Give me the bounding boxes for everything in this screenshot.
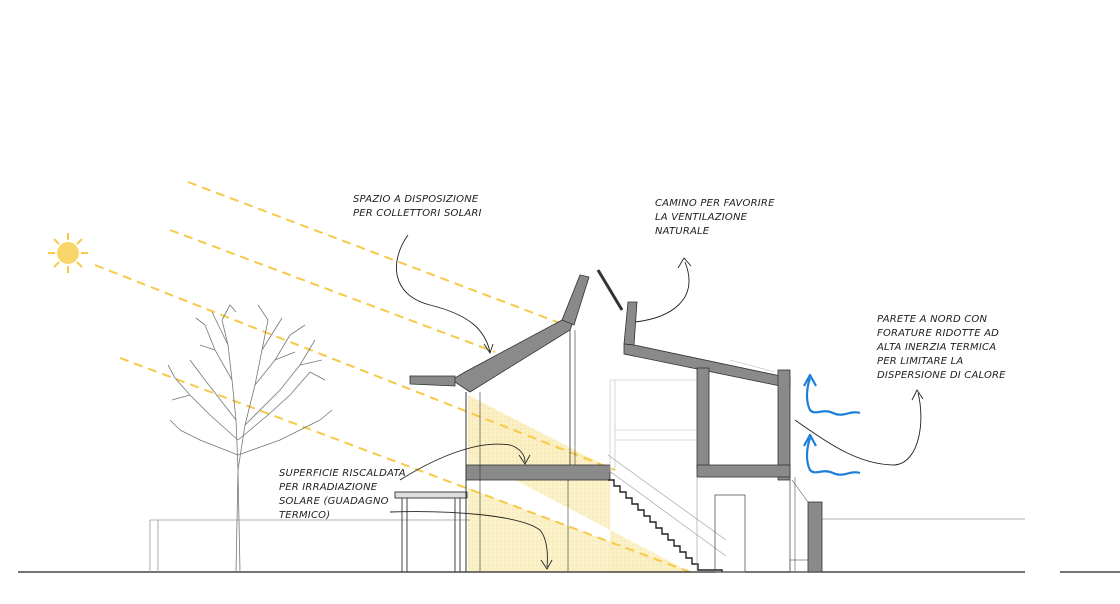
label-line: PER IRRADIAZIONE xyxy=(279,482,378,493)
fence xyxy=(149,518,1025,572)
label-line: PER LIMITARE LA xyxy=(877,356,964,367)
chimney-right-wall xyxy=(623,301,638,346)
sun-ray xyxy=(169,229,496,353)
north-foundation-wall xyxy=(807,501,823,573)
leader-heated-surface-upper xyxy=(399,443,526,481)
upper-room-floor xyxy=(696,464,791,478)
leader-heated-surface-lower xyxy=(389,511,548,568)
chimney-vent-flap xyxy=(596,269,624,311)
staircase xyxy=(608,479,723,572)
sun-ray xyxy=(119,357,691,573)
heated-zone-upper xyxy=(468,395,610,468)
leader-north-wall xyxy=(794,392,922,466)
label-line: ALTA INERZIA TERMICA xyxy=(877,342,997,353)
label-line: CAMINO PER FAVORIRE xyxy=(655,198,775,209)
label-line: DISPERSIONE DI CALORE xyxy=(877,370,1006,381)
sun-ray xyxy=(187,181,566,326)
heated-zone-lower xyxy=(468,488,690,572)
label-line: LA VENTILAZIONE xyxy=(655,212,748,223)
label-line: NATURALE xyxy=(655,226,710,237)
label-line: SUPERFICIE RISCALDATA xyxy=(279,468,406,479)
label-line: PARETE A NORD CON xyxy=(877,314,988,325)
leader-lines xyxy=(389,234,924,570)
label-line: SOLARE (GUADAGNO xyxy=(279,496,389,507)
leader-solar-collectors xyxy=(396,234,491,353)
sun-icon xyxy=(48,233,88,273)
sun-ray xyxy=(94,264,616,471)
chimney-left-wall xyxy=(561,274,590,326)
north-wall xyxy=(777,369,791,481)
label-heated-surface: SUPERFICIE RISCALDATA PER IRRADIAZIONE S… xyxy=(279,467,406,523)
wind-arrow-icon xyxy=(803,373,861,476)
tree-icon xyxy=(167,304,333,573)
label-north-wall: PARETE A NORD CON FORATURE RIDOTTE AD AL… xyxy=(877,313,1006,383)
building-section xyxy=(409,269,823,573)
label-solar-collectors: SPAZIO A DISPOSIZIONE PER COLLETTORI SOL… xyxy=(353,193,482,221)
upper-room-wall xyxy=(696,367,710,469)
label-line: FORATURE RIDOTTE AD xyxy=(877,328,1000,339)
leader-chimney xyxy=(634,261,690,323)
label-line: PER COLLETTORI SOLARI xyxy=(353,208,482,219)
pergola xyxy=(394,491,468,572)
label-line: TERMICO) xyxy=(279,510,331,521)
sun-rays xyxy=(94,181,691,573)
label-chimney: CAMINO PER FAVORIRE LA VENTILAZIONE NATU… xyxy=(655,197,775,239)
first-floor-slab xyxy=(465,464,611,481)
label-line: SPAZIO A DISPOSIZIONE xyxy=(353,194,479,205)
ground-door xyxy=(714,494,746,573)
